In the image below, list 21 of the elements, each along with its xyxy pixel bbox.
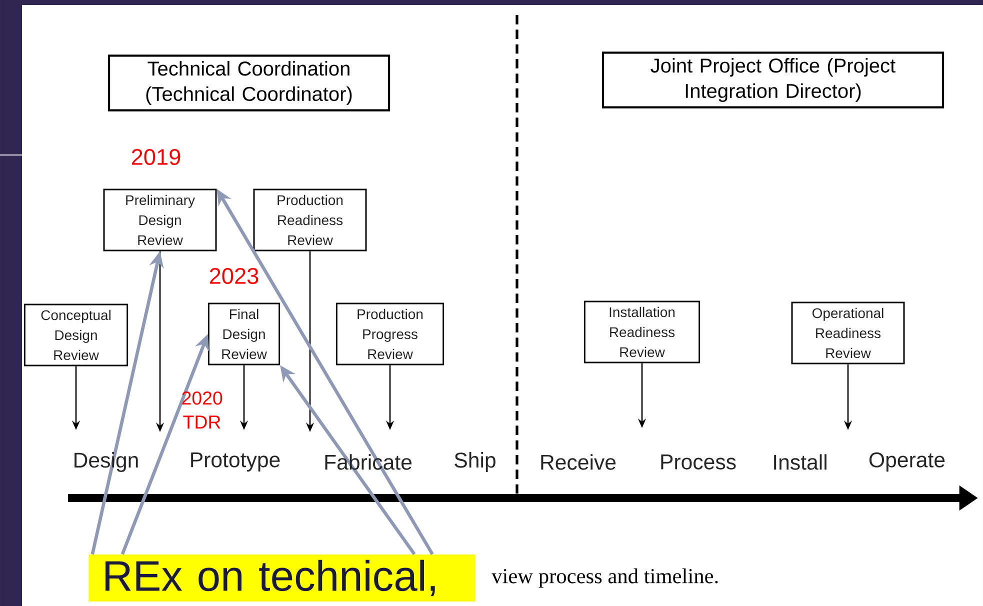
callout-box: REx on technical, <box>88 554 476 602</box>
phase-label: Design <box>74 452 138 472</box>
phase-label: Install <box>774 454 826 470</box>
review-box: Installation Readiness Review <box>584 300 700 364</box>
organisation-box: Joint Project Office (Project Integration Director) <box>602 52 944 108</box>
review-box: Final Design Review <box>208 302 280 366</box>
phase-label: Prototype <box>191 452 280 472</box>
review-box: Production Readiness Review <box>253 188 367 252</box>
phase-label: Process <box>661 454 736 470</box>
review-box: Conceptual Design Review <box>24 304 128 366</box>
phase-label: Ship <box>454 452 496 472</box>
review-box: Preliminary Design Review <box>103 188 217 252</box>
organisation-box: Technical Coordination (Technical Coordinator) <box>108 54 390 112</box>
phase-label: Operate <box>869 452 945 472</box>
year-label: 2020 TDR <box>182 391 222 428</box>
review-box: Production Progress Review <box>336 302 444 366</box>
phase-label: Receive <box>541 454 616 470</box>
year-label: 2019 <box>132 148 180 166</box>
phase-label: Fabricate <box>325 454 412 470</box>
year-label: 2023 <box>210 268 258 284</box>
review-box: Operational Readiness Review <box>791 302 905 364</box>
